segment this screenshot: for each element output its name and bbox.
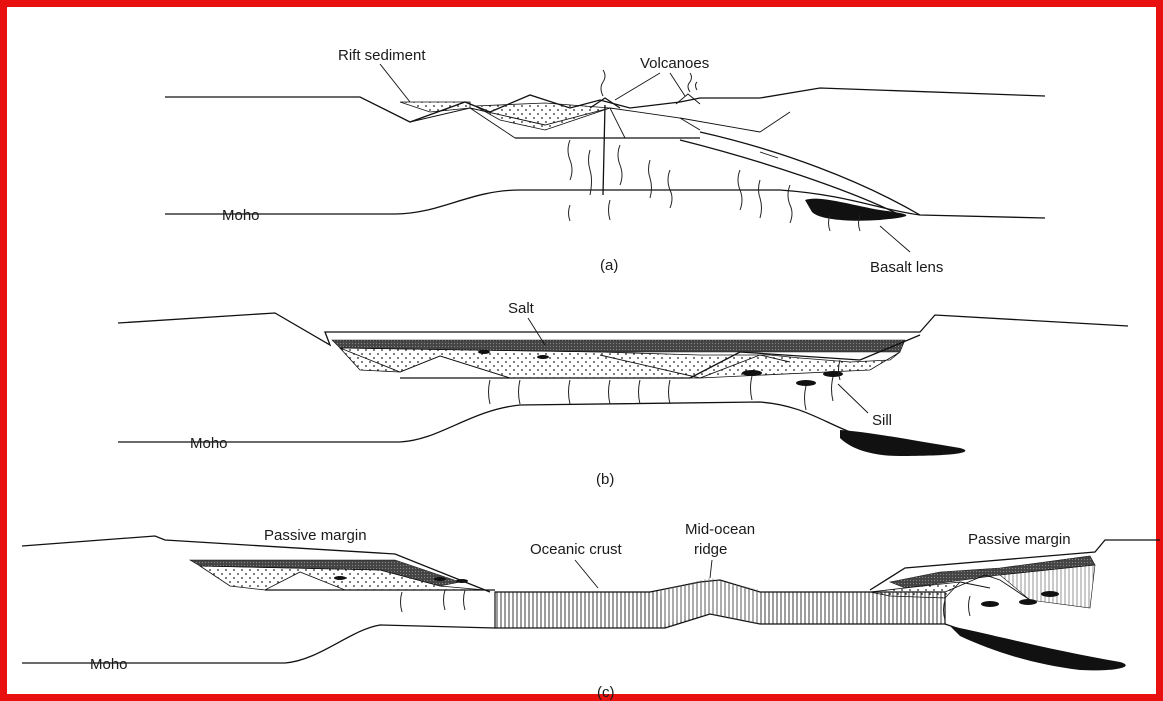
panel-c-right-sill-2: [1019, 599, 1037, 605]
panel-c-caption: (c): [597, 684, 615, 701]
panel-c-ridge-center: [660, 578, 760, 624]
panel-b-leader-sill: [838, 384, 868, 413]
panel-a-leader-basalt-lens: [880, 226, 910, 252]
panel-c-label-passive-margin-right: Passive margin: [968, 531, 1071, 548]
panel-b: Salt Sill Moho (b): [118, 300, 1128, 488]
panel-a-conduit: [603, 105, 605, 195]
panel-b-sill-1: [742, 370, 762, 376]
panel-a-moho-line: [165, 190, 1045, 218]
panel-a-leader-rift-sediment: [380, 64, 410, 102]
panel-b-basalt-lens: [840, 430, 965, 456]
panel-a-label-volcanoes: Volcanoes: [640, 55, 709, 72]
panel-c: Passive margin Oceanic crust Mid-ocean r…: [22, 521, 1160, 701]
panel-a: Rift sediment Volcanoes Moho Basalt lens…: [165, 47, 1045, 276]
panel-b-label-moho: Moho: [190, 435, 228, 452]
panel-c-label-ridge-1: Mid-ocean: [685, 521, 755, 538]
panel-b-moho-line: [118, 402, 850, 442]
panel-c-left-sill-1: [334, 576, 346, 580]
panel-a-label-basalt-lens: Basalt lens: [870, 259, 943, 276]
panel-a-blocks: [410, 108, 790, 138]
panel-c-right-sill-3: [1041, 591, 1059, 597]
panel-c-left-feeders: [401, 590, 466, 612]
panel-c-leader-oceanic-crust: [575, 560, 598, 588]
panel-c-basalt-lens: [950, 626, 1126, 670]
panel-a-magma-paths: [568, 140, 860, 231]
panel-a-caption: (a): [600, 257, 618, 274]
panel-c-right-feeders: [944, 596, 971, 620]
panel-b-sill-5: [537, 355, 549, 359]
panel-b-label-sill: Sill: [872, 412, 892, 429]
panel-c-label-ridge-2: ridge: [694, 541, 727, 558]
panel-b-sediment: [340, 348, 900, 378]
panel-c-right-sill-1: [981, 601, 999, 607]
panel-c-left-sill-3: [456, 579, 468, 583]
panel-c-label-moho: Moho: [90, 656, 128, 673]
panel-c-leader-ridge: [710, 560, 712, 578]
panel-c-label-passive-margin-left: Passive margin: [264, 527, 367, 544]
panel-b-sill-2: [796, 380, 816, 386]
panel-a-label-moho: Moho: [222, 207, 260, 224]
panel-b-label-salt: Salt: [508, 300, 535, 317]
panel-b-caption: (b): [596, 471, 614, 488]
panel-b-sill-3: [823, 371, 843, 377]
panel-c-left-sill-2: [434, 577, 446, 581]
panel-c-label-oceanic-crust: Oceanic crust: [530, 541, 623, 558]
panel-a-label-rift-sediment: Rift sediment: [338, 47, 426, 64]
panel-b-sill-4: [478, 350, 490, 354]
panel-a-leader-volcanoes: [615, 73, 685, 100]
